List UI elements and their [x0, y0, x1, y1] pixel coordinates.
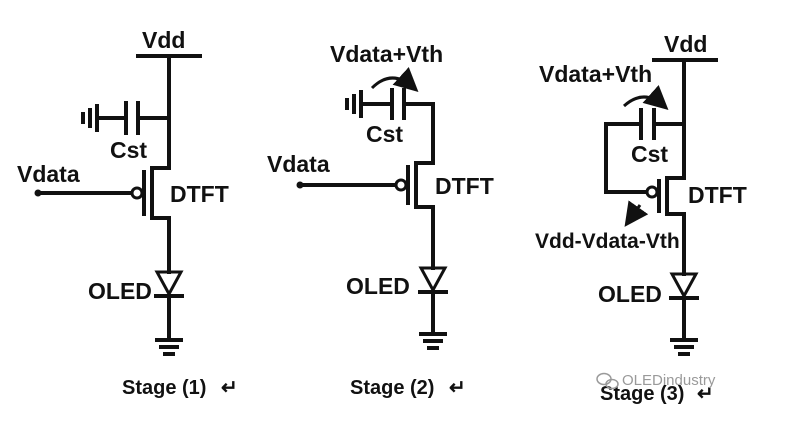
gate-note-label-3: Vdd-Vdata-Vth	[535, 230, 680, 253]
vdata-label-1: Vdata	[17, 161, 80, 187]
oled-label-2: OLED	[346, 273, 410, 299]
cst-label-1: Cst	[110, 137, 147, 163]
return-mark-2: ↵	[449, 377, 466, 399]
ground-icon	[670, 338, 698, 356]
wechat-icon	[596, 372, 619, 390]
stage-3-circuit: Vdd Vdata+Vth Cst DTFT Vdd-Vdata-Vth	[535, 31, 747, 405]
vdd-label-1: Vdd	[142, 27, 185, 53]
oled-label-1: OLED	[88, 278, 152, 304]
ground-icon	[81, 104, 99, 132]
dtft-label-2: DTFT	[435, 173, 494, 199]
watermark: OLEDindustry	[596, 372, 716, 390]
charge-arrow-3	[622, 85, 669, 111]
stage-title-1: Stage (1)	[122, 377, 206, 399]
stage-2-circuit: Vdata+Vth Cst Vdata DTFT	[267, 41, 494, 399]
oled-diode-3	[669, 272, 699, 300]
cst-label-3: Cst	[631, 141, 668, 167]
capacitor-cst-3	[604, 108, 686, 194]
capacitor-cst-2	[345, 88, 435, 120]
top-label-2: Vdata+Vth	[330, 41, 443, 67]
dtft-transistor-2	[394, 161, 435, 209]
dtft-label-3: DTFT	[688, 182, 747, 208]
return-mark-3: ↵	[697, 383, 714, 405]
return-mark-1: ↵	[221, 377, 238, 399]
stage-title-3: Stage (3)	[600, 383, 684, 405]
capacitor-cst-1	[81, 101, 171, 135]
oled-diode-2	[418, 266, 448, 294]
charge-arrow-2	[370, 67, 419, 93]
cst-label-2: Cst	[366, 121, 403, 147]
dtft-label-1: DTFT	[170, 181, 229, 207]
top-label-3: Vdata+Vth	[539, 61, 652, 87]
dtft-transistor-3	[645, 176, 686, 216]
ground-icon	[345, 90, 363, 118]
oled-diode-1	[154, 270, 184, 298]
ground-icon	[419, 332, 447, 350]
watermark-text: OLEDindustry	[622, 372, 716, 389]
vdata-label-2: Vdata	[267, 151, 330, 177]
gate-voltage-arrow-3	[624, 200, 649, 227]
stage-1-circuit: Vdd Cst Vdata DTFT	[17, 27, 238, 399]
ground-icon	[155, 338, 183, 356]
stage-title-2: Stage (2)	[350, 377, 434, 399]
oled-label-3: OLED	[598, 281, 662, 307]
dtft-transistor-1	[130, 166, 171, 220]
vdd-label-3: Vdd	[664, 31, 707, 57]
